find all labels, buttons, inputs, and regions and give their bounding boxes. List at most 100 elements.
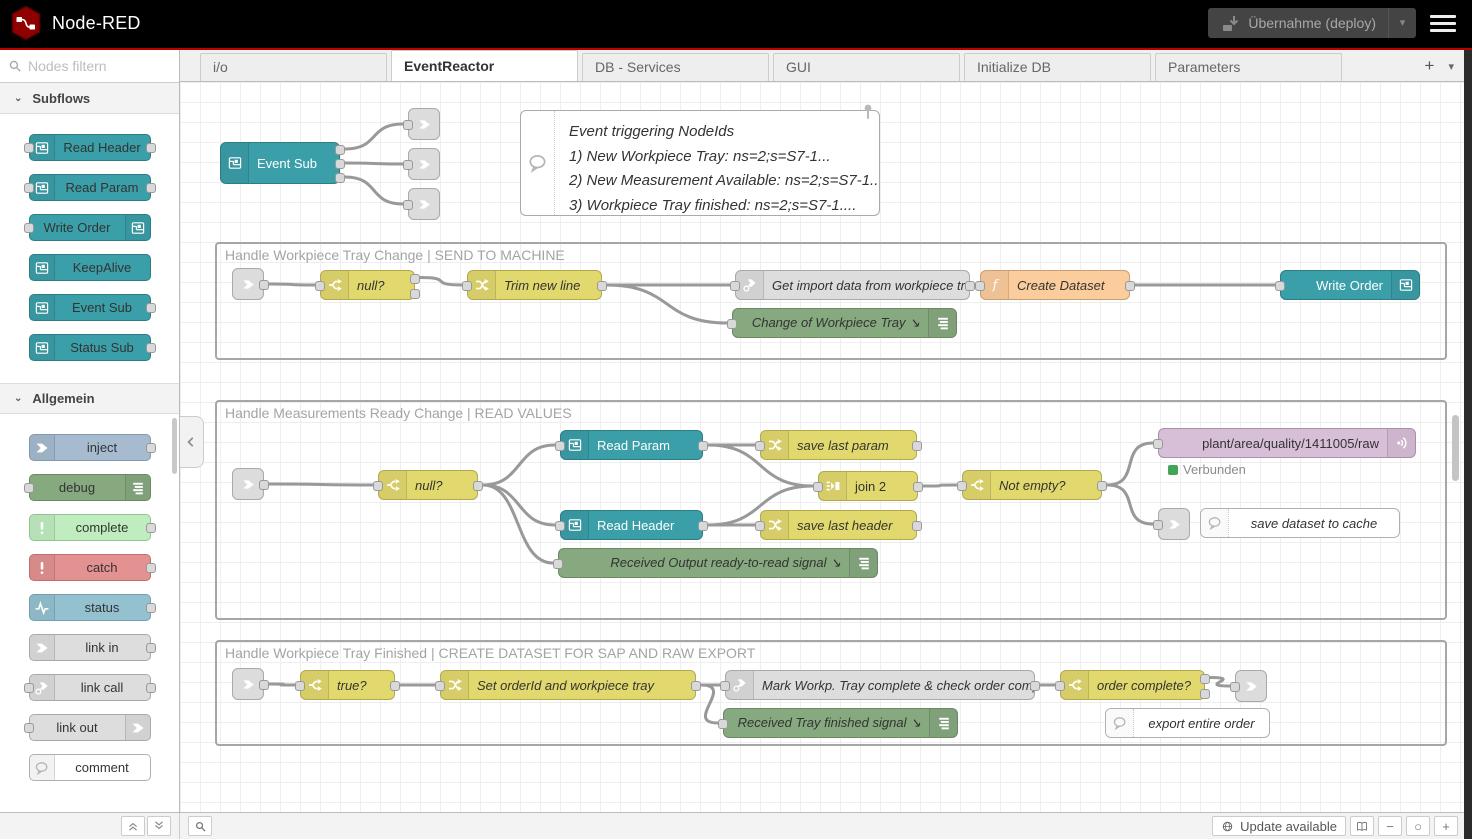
wire[interactable] xyxy=(707,443,814,488)
node-port[interactable] xyxy=(403,200,413,210)
node-port[interactable] xyxy=(403,120,413,130)
palette-node-comment[interactable]: comment xyxy=(28,754,151,781)
node-port[interactable] xyxy=(1097,481,1107,491)
flow-node-eventsub[interactable]: Event Sub xyxy=(220,142,345,184)
flow-node-trim[interactable]: Trim new line xyxy=(462,270,607,300)
node-port[interactable] xyxy=(473,481,483,491)
wire[interactable] xyxy=(482,483,554,565)
palette-node-link-in[interactable]: link in xyxy=(28,634,156,661)
link-in-node-li1[interactable] xyxy=(232,268,269,300)
node-port[interactable] xyxy=(965,281,975,291)
wire[interactable] xyxy=(1106,483,1154,526)
node-port[interactable] xyxy=(145,563,156,573)
palette-node-keepalive[interactable]: KeepAlive xyxy=(28,254,151,281)
tab-db---services[interactable]: DB - Services xyxy=(582,53,769,81)
zoom-in-button[interactable]: + xyxy=(1434,816,1458,836)
navigator-button[interactable] xyxy=(1350,816,1374,836)
node-port[interactable] xyxy=(727,319,737,329)
palette-category-subflows[interactable]: ⌄Subflows xyxy=(0,83,179,114)
node-port[interactable] xyxy=(23,483,34,493)
flow-node-ne[interactable]: Not empty? xyxy=(957,470,1107,500)
node-port[interactable] xyxy=(1153,520,1163,530)
node-port[interactable] xyxy=(957,481,967,491)
link-out-node-lo2[interactable] xyxy=(403,148,440,180)
flow-node-cm2[interactable]: export entire order xyxy=(1105,708,1270,738)
tab-i/o[interactable]: i/o xyxy=(200,53,387,81)
flow-node-dbg3[interactable]: Received Tray finished signal ↘ xyxy=(718,708,958,738)
node-port[interactable] xyxy=(410,273,420,284)
link-in-node-li2[interactable] xyxy=(232,468,269,500)
expand-all-button[interactable] xyxy=(147,816,171,836)
node-port[interactable] xyxy=(597,281,607,291)
node-port[interactable] xyxy=(403,160,413,170)
wire[interactable] xyxy=(344,161,404,166)
palette-node-read-header[interactable]: Read Header xyxy=(23,134,156,161)
node-port[interactable] xyxy=(23,683,34,693)
wire[interactable] xyxy=(606,283,728,325)
wire[interactable] xyxy=(268,682,296,687)
group-box[interactable]: Handle Measurements Ready Change | READ … xyxy=(215,400,1447,620)
deploy-caret-icon[interactable]: ▾ xyxy=(1388,8,1416,38)
node-port[interactable] xyxy=(1230,682,1240,692)
add-flow-button[interactable]: + xyxy=(1424,56,1435,75)
node-port[interactable] xyxy=(145,183,156,193)
flow-node-rp[interactable]: Read Param xyxy=(555,430,708,460)
link-out-node-lo3[interactable] xyxy=(403,188,440,220)
node-port[interactable] xyxy=(145,443,156,453)
flow-node-rh[interactable]: Read Header xyxy=(555,510,708,540)
node-port[interactable] xyxy=(720,681,730,691)
wire[interactable] xyxy=(344,175,404,206)
palette-node-status-sub[interactable]: Status Sub xyxy=(28,334,156,361)
flow-list-caret-icon[interactable]: ▾ xyxy=(1448,60,1454,73)
node-port[interactable] xyxy=(755,441,765,451)
wire[interactable] xyxy=(268,282,316,287)
palette-category-allgemein[interactable]: ⌄Allgemein xyxy=(0,383,179,414)
palette-search-input[interactable] xyxy=(28,58,158,74)
node-port[interactable] xyxy=(1200,688,1210,699)
node-port[interactable] xyxy=(1275,281,1285,291)
palette-node-debug[interactable]: debug xyxy=(23,474,151,501)
node-port[interactable] xyxy=(335,159,345,169)
node-port[interactable] xyxy=(813,482,823,492)
tab-gui[interactable]: GUI xyxy=(773,53,960,81)
flow-node-get[interactable]: Get import data from workpiece tray xyxy=(730,270,975,300)
wire[interactable] xyxy=(707,484,814,527)
node-port[interactable] xyxy=(145,643,156,653)
node-port[interactable] xyxy=(1125,281,1135,291)
palette-node-read-param[interactable]: Read Param xyxy=(23,174,156,201)
node-port[interactable] xyxy=(718,719,728,729)
node-port[interactable] xyxy=(23,143,34,153)
tab-parameters[interactable]: Parameters xyxy=(1155,53,1342,81)
link-out-node-lo5[interactable] xyxy=(1230,670,1267,702)
link-out-node-lo4[interactable] xyxy=(1153,508,1190,540)
node-port[interactable] xyxy=(435,681,445,691)
flow-node-oc[interactable]: order complete? xyxy=(1055,670,1210,700)
node-port[interactable] xyxy=(145,683,156,693)
node-port[interactable] xyxy=(373,481,383,491)
palette-node-complete[interactable]: complete xyxy=(28,514,156,541)
node-port[interactable] xyxy=(145,523,156,533)
node-port[interactable] xyxy=(1030,681,1040,691)
node-port[interactable] xyxy=(145,603,156,613)
node-port[interactable] xyxy=(145,303,156,313)
node-port[interactable] xyxy=(259,480,269,490)
sidebar-edge[interactable] xyxy=(1464,50,1472,839)
menu-icon[interactable] xyxy=(1430,11,1456,36)
flow-node-null1[interactable]: null? xyxy=(315,270,420,300)
wire[interactable] xyxy=(419,276,463,287)
flow-node-dbg1[interactable]: Change of Workpiece Tray ↘ xyxy=(727,308,957,338)
node-port[interactable] xyxy=(259,680,269,690)
palette-collapse-button[interactable] xyxy=(180,416,204,468)
wire[interactable] xyxy=(922,483,958,488)
wire[interactable] xyxy=(1106,441,1154,487)
flow-node-true[interactable]: true? xyxy=(295,670,400,700)
node-port[interactable] xyxy=(755,521,765,531)
node-port[interactable] xyxy=(410,288,420,299)
collapse-all-button[interactable] xyxy=(121,816,145,836)
node-port[interactable] xyxy=(1153,439,1163,449)
wire[interactable] xyxy=(268,482,374,487)
wire[interactable] xyxy=(344,122,404,151)
node-port[interactable] xyxy=(23,223,34,233)
